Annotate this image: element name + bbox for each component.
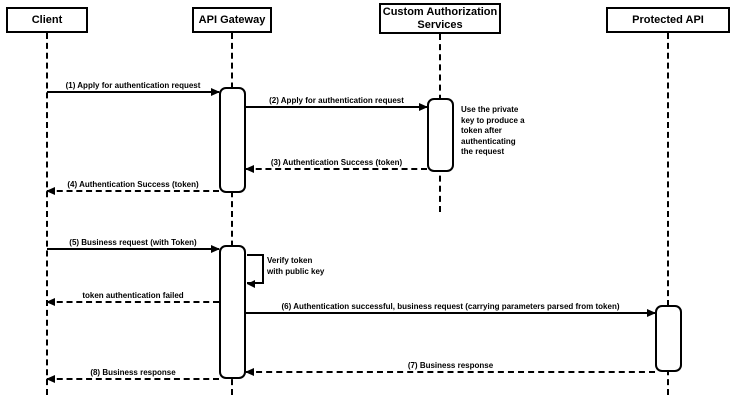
arrowhead-icon [46,187,55,195]
message-8-business-response: (8) Business response [46,365,219,383]
actor-custom-authorization-services-label: Custom Authorization Services [382,5,498,31]
actor-api-gateway-label: API Gateway [198,13,266,26]
lifeline-protected-api [667,33,669,395]
message-5-business-request: (5) Business request (with Token) [47,235,220,253]
lifeline-api-gateway [231,33,233,395]
actor-custom-authorization-services: Custom Authorization Services [379,3,501,34]
actor-client-label: Client [31,13,63,26]
message-8-label: (8) Business response [90,368,176,377]
message-6-label: (6) Authentication successful, business … [281,302,620,311]
message-5-label: (5) Business request (with Token) [69,238,197,247]
message-7-business-response: (7) Business response [245,358,655,376]
message-4-auth-success: (4) Authentication Success (token) [46,177,219,195]
message-2-apply-auth-request: (2) Apply for authentication request [246,93,428,111]
self-message-verify-token-label: Verify token with public key [267,256,325,276]
self-message-verify-token-loop [247,254,264,288]
note-private-key: Use the private key to produce a token a… [461,105,525,156]
arrowhead-icon [211,88,220,96]
arrowhead-icon [211,245,220,253]
message-2-label: (2) Apply for authentication request [269,96,404,105]
arrowhead-icon [46,298,55,306]
actor-client: Client [6,7,88,33]
message-token-auth-failed-label: token authentication failed [82,291,184,300]
message-6-business-request: (6) Authentication successful, business … [246,299,656,317]
message-1-apply-auth-request: (1) Apply for authentication request [47,78,220,96]
arrowhead-icon [247,280,255,288]
message-7-label: (7) Business response [407,361,494,370]
message-3-auth-success: (3) Authentication Success (token) [245,155,427,173]
message-token-auth-failed: token authentication failed [46,288,219,306]
activation-api-gateway-business [219,245,246,379]
activation-protected-api [655,305,682,372]
actor-protected-api: Protected API [606,7,730,33]
arrowhead-icon [245,165,254,173]
message-1-label: (1) Apply for authentication request [65,81,201,90]
arrowhead-icon [245,368,254,376]
activation-custom-auth-services [427,98,454,172]
lifeline-client [46,33,48,395]
actor-protected-api-label: Protected API [632,13,704,26]
message-3-label: (3) Authentication Success (token) [270,158,403,167]
actor-api-gateway: API Gateway [192,7,272,33]
arrowhead-icon [46,375,55,383]
arrowhead-icon [419,103,428,111]
message-4-label: (4) Authentication Success (token) [67,180,199,189]
arrowhead-icon [647,309,656,317]
activation-api-gateway-auth [219,87,246,193]
